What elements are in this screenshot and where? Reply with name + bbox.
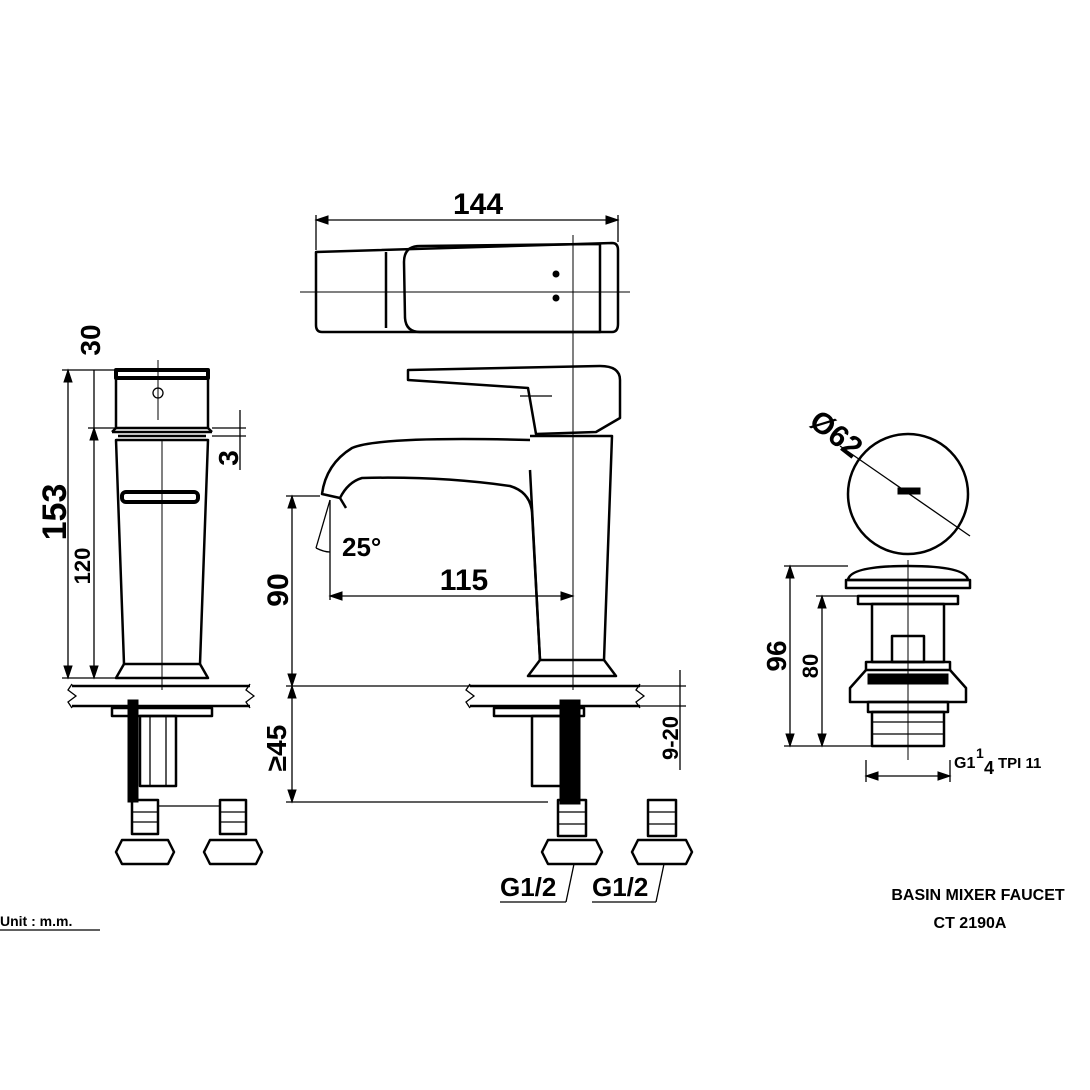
waste-thread-tpi: TPI 11 <box>998 755 1041 772</box>
top-view: 144 <box>300 188 630 345</box>
waste-thread-num: 1 <box>976 745 984 761</box>
waste-thread-den: 4 <box>984 758 994 778</box>
side-view: 30 153 120 3 <box>36 324 264 866</box>
dim-spout-reach: 115 <box>440 564 488 597</box>
dim-side-body: 120 <box>70 548 95 585</box>
title-line-2: CT 2190A <box>934 915 1007 932</box>
unit-note: Unit : m.m. <box>0 913 72 929</box>
front-view: 90 25° 115 ≥45 9-20 G1/2 G1/2 <box>261 345 694 903</box>
dim-waste-body: 80 <box>798 654 823 678</box>
dim-spout-angle: 25° <box>342 532 381 562</box>
dim-waste-total: 96 <box>761 640 792 671</box>
dim-side-total: 153 <box>36 484 74 541</box>
dim-side-step: 3 <box>213 450 244 466</box>
dim-top-width: 144 <box>453 188 503 221</box>
title-line-1: BASIN MIXER FAUCET <box>891 887 1065 904</box>
dim-deck-thickness: 9-20 <box>658 716 683 760</box>
waste-thread-g: G1 <box>954 755 975 772</box>
dim-under-min: ≥45 <box>261 725 292 772</box>
dim-spout-height: 90 <box>262 573 295 606</box>
dim-waste-diameter: Ø62 <box>803 404 868 465</box>
hose-thread-right: G1/2 <box>592 872 648 902</box>
hose-thread-left: G1/2 <box>500 872 556 902</box>
dim-side-top: 30 <box>75 324 106 355</box>
waste-view: Ø62 96 80 G1 1 4 <box>761 404 1041 782</box>
